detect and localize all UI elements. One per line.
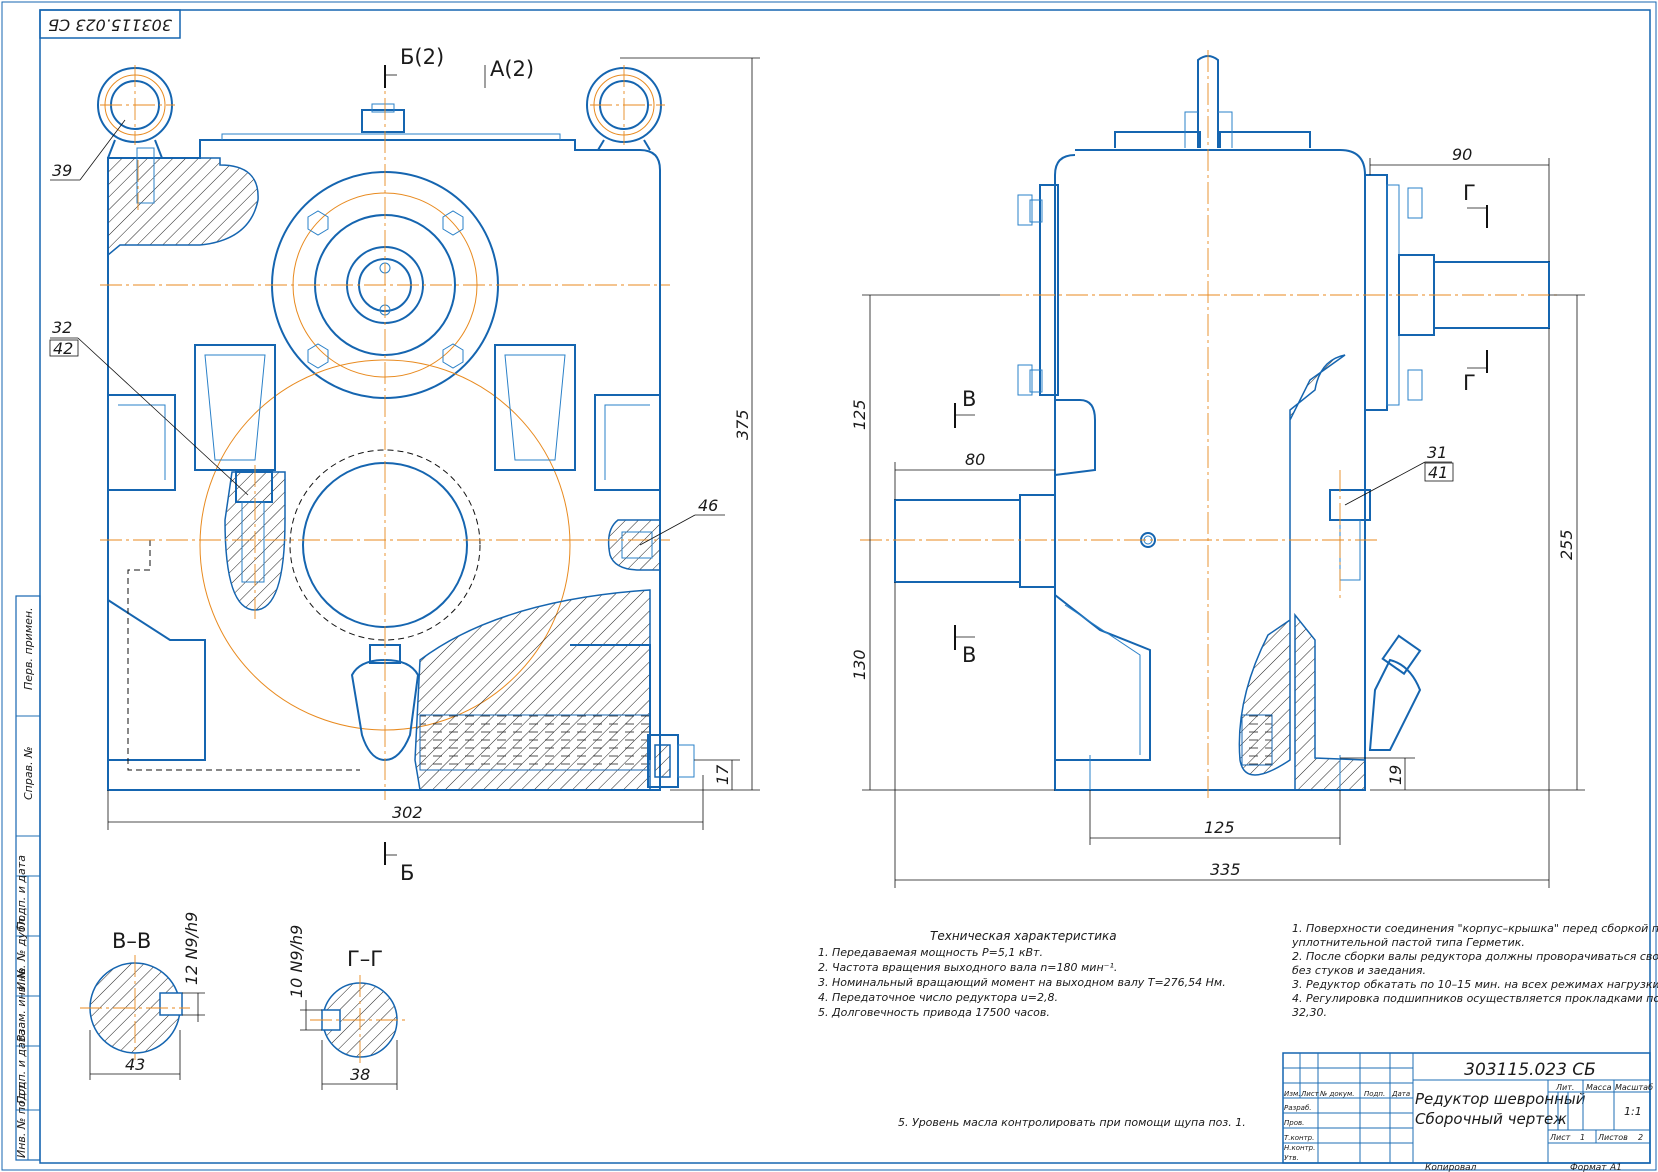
oil-bath-front <box>419 714 651 771</box>
hdr-data: Дата <box>1391 1090 1410 1098</box>
section-vv-title: В–В <box>112 929 151 953</box>
sheets-value: 2 <box>1638 1133 1643 1142</box>
tech-spec-line-3: 3. Номинальный вращающий момент на выход… <box>818 976 1226 989</box>
callout-39: 39 <box>52 161 72 180</box>
cover-bolts <box>307 210 464 369</box>
req-line-7: 32,30. <box>1292 1006 1327 1019</box>
sheets-label: Листов <box>1597 1133 1628 1142</box>
dim-38: 38 <box>350 1065 370 1084</box>
req-line-3: 2. После сборки валы редуктора должны пр… <box>1292 950 1658 963</box>
row-nkontr: Н.контр. <box>1284 1144 1315 1152</box>
sheet-label: Лист <box>1549 1133 1571 1142</box>
section-vv: В–В 12 N9/h9 43 <box>80 912 205 1080</box>
tech-spec-line-5: 5. Долговечность привода 17500 часов. <box>818 1006 1050 1019</box>
req-line-6: 4. Регулировка подшипников осуществляетс… <box>1292 992 1658 1005</box>
dim-80: 80 <box>965 450 985 469</box>
oil-bath-side <box>1241 714 1273 766</box>
dim-302: 302 <box>392 803 423 822</box>
tech-spec-line-2: 2. Частота вращения выходного вала n=180… <box>818 961 1117 974</box>
dim-12n9: 12 N9/h9 <box>182 912 201 985</box>
dim-130: 130 <box>850 649 869 680</box>
format-value: А1 <box>1609 1163 1622 1172</box>
strip-sprav-no: Справ. № <box>22 746 35 800</box>
tech-spec-title: Техническая характеристика <box>930 929 1117 943</box>
strip-perv-primen: Перв. примен. <box>22 607 35 690</box>
tech-spec-block: Техническая характеристика 1. Передаваем… <box>818 929 1226 1019</box>
dim-10n9: 10 N9/h9 <box>287 925 306 998</box>
section-g-top: Г <box>1463 181 1476 205</box>
dim-17: 17 <box>713 764 732 785</box>
lit-label: Лит. <box>1555 1083 1574 1092</box>
callout-41: 41 <box>1428 463 1448 482</box>
tech-spec-line-1: 1. Передаваемая мощность Р=5,1 кВт. <box>818 946 1043 959</box>
dim-375: 375 <box>733 409 752 440</box>
req-line-2: уплотнительной пастой типа Герметик. <box>1291 936 1525 949</box>
strip-inv-dubl: Инв. № дубл. <box>15 915 28 990</box>
section-gg: Г–Г 10 N9/h9 38 <box>287 925 405 1090</box>
row-utv: Утв. <box>1284 1154 1299 1162</box>
callout-31: 31 <box>1427 443 1447 462</box>
oil-level-note: 5. Уровень масла контролировать при помо… <box>898 1116 1246 1129</box>
top-stamp-text: 303115.023 СБ <box>48 16 172 35</box>
drawing-frame <box>39 9 1651 1164</box>
section-b-top: Б(2) <box>400 45 444 69</box>
left-margin-strip: Перв. примен. Справ. № Подп. и дата Инв.… <box>15 595 41 1161</box>
front-view: Б(2) А(2) Б 39 32 42 46 375 17 302 <box>49 45 760 885</box>
kopiroval-label: Копировал <box>1425 1163 1477 1172</box>
req-line-5: 3. Редуктор обкатать по 10–15 мин. на вс… <box>1292 978 1658 991</box>
strip-podp-data-1: Подп. и дата <box>15 855 28 930</box>
dim-90: 90 <box>1452 145 1472 164</box>
hdr-list: Лист <box>1300 1090 1320 1098</box>
section-a-top: А(2) <box>490 57 534 81</box>
dim-19: 19 <box>1386 765 1405 785</box>
tech-spec-line-4: 4. Передаточное число редуктора u=2,8. <box>818 991 1058 1004</box>
sheet-value: 1 <box>1580 1133 1585 1142</box>
callout-46: 46 <box>698 496 718 515</box>
row-prov: Пров. <box>1284 1119 1304 1127</box>
callout-32: 32 <box>52 318 72 337</box>
masshtab-label: Масштаб <box>1615 1083 1653 1092</box>
dim-125-horizontal: 125 <box>1204 818 1235 837</box>
hdr-izm: Изм. <box>1284 1090 1300 1098</box>
callout-42: 42 <box>53 339 73 358</box>
dim-255: 255 <box>1557 529 1576 560</box>
req-line-1: 1. Поверхности соединения "корпус–крышка… <box>1292 922 1658 935</box>
section-b-bottom: Б <box>400 861 414 885</box>
top-stamp: 303115.023 СБ <box>39 9 181 39</box>
side-view: В В Г Г 31 41 90 125 130 80 255 <box>850 50 1585 888</box>
req-line-4: без стуков и заедания. <box>1292 964 1426 977</box>
section-gg-title: Г–Г <box>347 947 383 971</box>
row-razrab: Разраб. <box>1284 1104 1312 1112</box>
massa-label: Масса <box>1586 1083 1612 1092</box>
section-v-bottom: В <box>962 643 976 667</box>
strip-podp-data-2: Подп. и дата <box>15 1029 28 1104</box>
strip-vzam-inv: Взам. инв. № <box>15 967 28 1042</box>
scale-value: 1:1 <box>1624 1105 1642 1118</box>
doc-name-line-2: Сборочный чертеж <box>1415 1110 1567 1128</box>
doc-number: 303115.023 СБ <box>1464 1060 1596 1080</box>
hdr-ndoc: № докум. <box>1319 1090 1355 1098</box>
dim-125-vertical: 125 <box>850 399 869 430</box>
requirements-block: 1. Поверхности соединения "корпус–крышка… <box>1291 922 1658 1019</box>
section-v-top: В <box>962 387 976 411</box>
section-g-bottom: Г <box>1463 371 1476 395</box>
title-block: 303115.023 СБ Редуктор шевронный Сборочн… <box>1282 1052 1653 1172</box>
doc-name-line-1: Редуктор шевронный <box>1415 1090 1586 1108</box>
dim-43: 43 <box>125 1055 145 1074</box>
dim-335: 335 <box>1210 860 1241 879</box>
format-label: Формат <box>1570 1163 1607 1172</box>
hdr-podp: Подп. <box>1364 1090 1385 1098</box>
strip-inv-podl: Инв. № подл. <box>15 1082 28 1158</box>
row-tkontr: Т.контр. <box>1284 1134 1314 1142</box>
